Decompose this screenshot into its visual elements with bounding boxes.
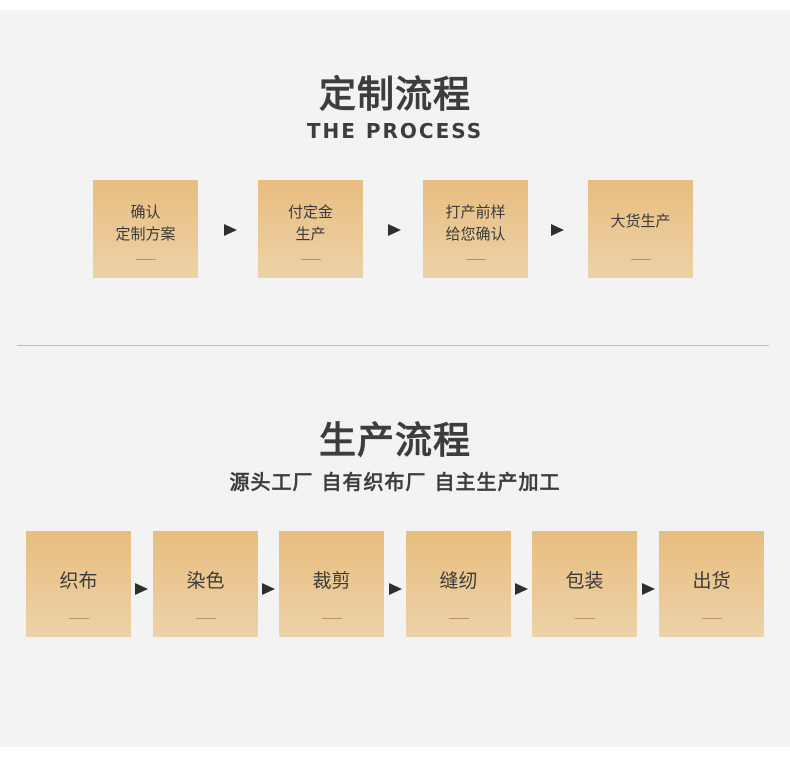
step-dash	[701, 618, 722, 619]
production-step-6: 出货	[659, 531, 764, 637]
custom-step-label: 付定金 生产	[287, 203, 333, 243]
arrow-right-icon	[388, 224, 401, 236]
production-process-title: 生产流程	[319, 419, 471, 462]
arrow-right-icon	[642, 583, 655, 595]
step-dash	[574, 618, 595, 619]
step-dash	[195, 618, 216, 619]
custom-step-label: 确认 定制方案	[115, 203, 176, 243]
production-step-label: 包装	[565, 570, 604, 592]
arrow-right-icon	[515, 583, 528, 595]
production-step-5: 包装	[532, 531, 637, 637]
production-step-label: 出货	[692, 570, 731, 592]
arrow-right-icon	[135, 583, 148, 595]
step-dash	[448, 618, 469, 619]
production-step-1: 织布	[26, 531, 131, 637]
custom-step-label: 大货生产	[610, 212, 671, 230]
section-divider	[17, 345, 769, 346]
background-panel	[0, 10, 790, 747]
step-dash	[465, 259, 486, 260]
step-dash	[321, 618, 342, 619]
custom-step-4: 大货生产	[588, 180, 693, 278]
custom-step-1: 确认 定制方案	[93, 180, 198, 278]
custom-process-title: 定制流程	[319, 73, 471, 116]
production-step-label: 裁剪	[312, 570, 351, 592]
production-step-3: 裁剪	[279, 531, 384, 637]
production-step-label: 织布	[59, 570, 98, 592]
production-step-2: 染色	[153, 531, 258, 637]
step-dash	[135, 259, 156, 260]
step-dash	[300, 259, 321, 260]
arrow-right-icon	[551, 224, 564, 236]
step-dash	[68, 618, 89, 619]
production-step-label: 染色	[186, 570, 225, 592]
arrow-right-icon	[224, 224, 237, 236]
step-dash	[630, 259, 651, 260]
production-step-4: 缝纫	[406, 531, 511, 637]
custom-step-2: 付定金 生产	[258, 180, 363, 278]
production-process-subtitle: 源头工厂 自有织布厂 自主生产加工	[229, 470, 561, 494]
arrow-right-icon	[389, 583, 402, 595]
custom-process-subtitle: THE PROCESS	[306, 119, 484, 143]
production-step-label: 缝纫	[439, 570, 478, 592]
custom-step-label: 打产前样 给您确认	[445, 203, 506, 243]
custom-step-3: 打产前样 给您确认	[423, 180, 528, 278]
arrow-right-icon	[262, 583, 275, 595]
